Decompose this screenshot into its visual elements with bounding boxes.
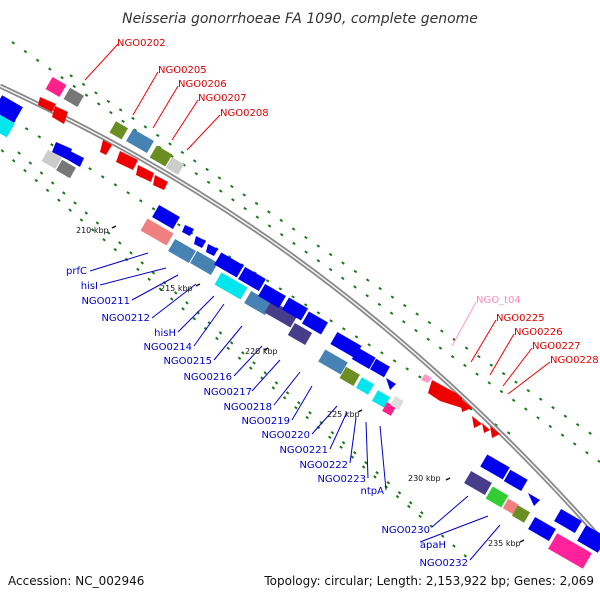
gene-label-ngo0218: NGO0218 — [223, 402, 272, 413]
gene-label-ngo0228: NGO0228 — [550, 355, 599, 366]
gene-label-ngo0206: NGO0206 — [178, 79, 227, 90]
tick-labels: 210 kbp 215 kbp 220 kbp 225 kbp 230 kbp … — [76, 226, 521, 548]
gene-label-ngo0207: NGO0207 — [198, 93, 247, 104]
gene-label-ngo0223: NGO0223 — [317, 474, 366, 485]
tick-label-225: 225 kbp — [327, 410, 360, 419]
forward-gene-labels: NGO0202 NGO0205 NGO0206 NGO0207 NGO0208 … — [117, 38, 599, 366]
tick-label-235: 235 kbp — [488, 539, 521, 548]
gene-ngo0202-block — [45, 76, 67, 98]
gene-label-ngo0227: NGO0227 — [532, 341, 581, 352]
gene-label-ngo0202: NGO0202 — [117, 38, 166, 49]
leader-lines-reverse — [89, 252, 501, 561]
tick-label-210: 210 kbp — [76, 226, 109, 235]
reverse-features — [0, 95, 600, 569]
reverse-gene-labels: prfC hisI NGO0211 NGO0212 hisH NGO0214 N… — [66, 266, 468, 569]
gene-label-ngo0220: NGO0220 — [261, 430, 310, 441]
forward-features — [38, 76, 500, 438]
gene-label-ngo-t04: NGO_t04 — [476, 295, 521, 306]
map-title: Neisseria gonorrhoeae FA 1090, complete … — [122, 11, 478, 27]
gene-label-ngo0205: NGO0205 — [158, 65, 207, 76]
gene-label-ngo0208: NGO0208 — [220, 108, 269, 119]
gene-label-ngo0212: NGO0212 — [101, 313, 150, 324]
gene-label-ngo0232: NGO0232 — [419, 558, 468, 569]
tick-label-215: 215 kbp — [160, 284, 193, 293]
gene-label-ngo0215: NGO0215 — [163, 356, 212, 367]
leader-lines-forward — [84, 43, 551, 395]
tick-label-220: 220 kbp — [245, 347, 278, 356]
gene-label-ngo0211: NGO0211 — [81, 296, 130, 307]
gene-label-ngo0225: NGO0225 — [496, 313, 545, 324]
gene-label-ngo0219: NGO0219 — [241, 416, 290, 427]
genome-backbone — [0, 83, 600, 540]
accession-text: Accession: NC_002946 — [8, 574, 144, 588]
gene-label-ngo0230: NGO0230 — [381, 525, 430, 536]
gene-label-apah: apaH — [420, 540, 446, 551]
gene-label-ngo0221: NGO0221 — [279, 445, 328, 456]
gene-label-hish: hisH — [154, 328, 176, 339]
gene-label-hisi: hisI — [81, 281, 98, 292]
gene-label-ntpa: ntpA — [361, 486, 385, 497]
gene-label-ngo0226: NGO0226 — [514, 327, 563, 338]
gene-label-ngo0222: NGO0222 — [299, 460, 348, 471]
gene-label-prfc: prfC — [66, 266, 87, 277]
gene-label-ngo0217: NGO0217 — [203, 387, 252, 398]
tick-label-230: 230 kbp — [408, 474, 441, 483]
gene-label-ngo0216: NGO0216 — [183, 372, 232, 383]
topology-text: Topology: circular; Length: 2,153,922 bp… — [263, 574, 594, 588]
leader-line-trna — [451, 301, 477, 347]
tick-marks — [111, 225, 525, 543]
gene-label-ngo0214: NGO0214 — [143, 342, 192, 353]
